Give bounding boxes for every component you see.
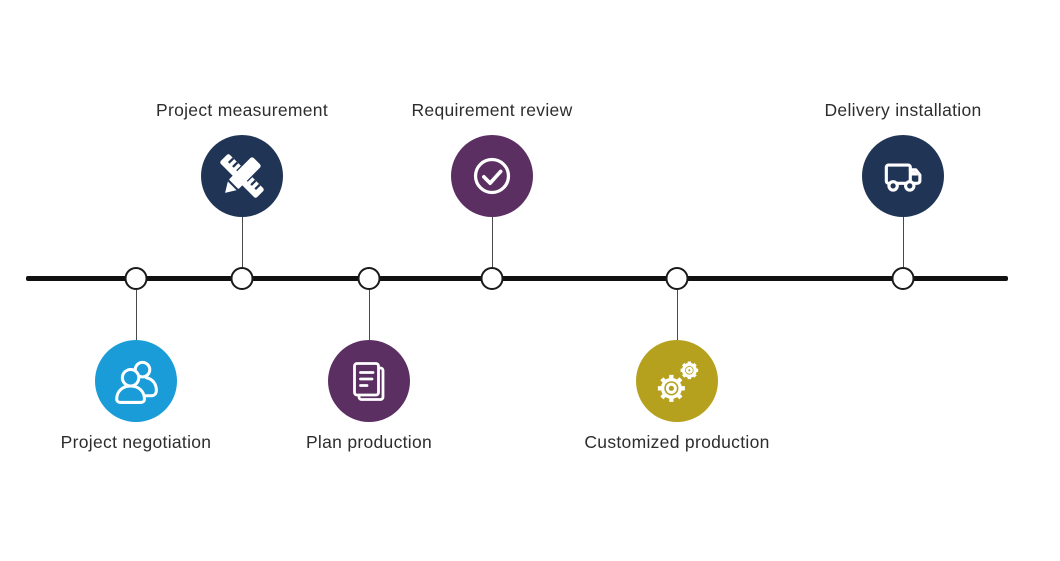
step-label: Requirement review bbox=[411, 100, 573, 120]
node-connector-line bbox=[676, 290, 678, 341]
node-connector-line bbox=[241, 216, 243, 267]
step-circle bbox=[451, 135, 533, 217]
node-connector-line bbox=[491, 216, 493, 267]
timeline-node bbox=[891, 266, 915, 290]
step-circle bbox=[201, 135, 283, 217]
timeline-node bbox=[357, 266, 381, 290]
gears-icon bbox=[650, 354, 704, 408]
timeline-node bbox=[230, 266, 254, 290]
node-connector-line bbox=[135, 290, 137, 341]
users-icon bbox=[110, 355, 162, 407]
step-label: Project negotiation bbox=[60, 432, 212, 452]
step-label: Project measurement bbox=[155, 100, 329, 120]
step-circle bbox=[95, 340, 177, 422]
ruler-pencil-icon bbox=[214, 148, 270, 204]
timeline-axis bbox=[26, 276, 1008, 281]
step-label: Plan production bbox=[305, 432, 433, 452]
truck-icon bbox=[878, 151, 928, 201]
step-label: Delivery installation bbox=[824, 100, 982, 120]
timeline-node bbox=[665, 266, 689, 290]
step-circle bbox=[328, 340, 410, 422]
step-circle bbox=[636, 340, 718, 422]
step-label: Customized production bbox=[584, 432, 770, 452]
step-circle bbox=[862, 135, 944, 217]
check-circle-icon bbox=[466, 150, 518, 202]
node-connector-line bbox=[902, 216, 904, 267]
timeline-node bbox=[124, 266, 148, 290]
timeline-node bbox=[480, 266, 504, 290]
document-icon bbox=[345, 357, 393, 405]
node-connector-line bbox=[368, 290, 370, 341]
